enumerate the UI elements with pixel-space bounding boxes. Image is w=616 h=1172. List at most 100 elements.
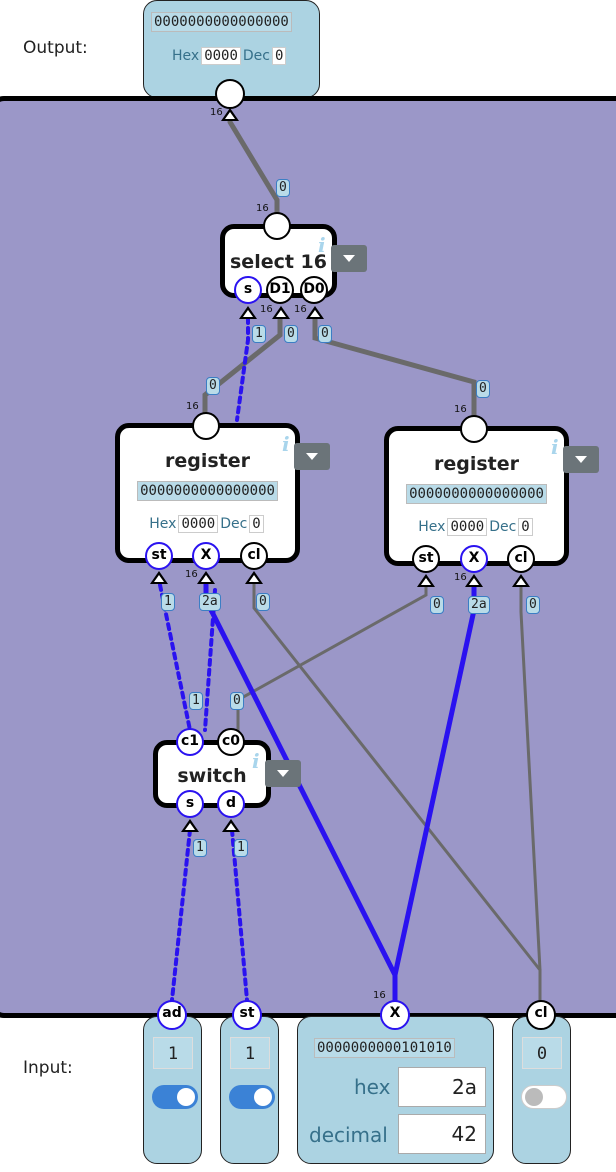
register-right-dropdown-button[interactable] [563,446,599,473]
register-left-output-pin[interactable] [192,412,220,440]
register-left-info-icon[interactable]: i [282,432,290,456]
switch-c0-pin[interactable]: c0 [217,728,245,756]
register-left-bits: 0000000000000000 [120,480,295,501]
switch-chip[interactable]: switch [153,740,271,808]
register-right-bits: 0000000000000000 [389,483,564,504]
select-s-arrow-icon [239,306,257,319]
register-right-title: register [433,453,520,475]
input-ad-panel: 1 [143,1016,202,1164]
select-info-icon[interactable]: i [318,233,326,257]
register-right-x-pin[interactable]: X [460,545,488,573]
register-left-cl-pin[interactable]: cl [240,542,268,570]
wire-value-sel-s: 1 [252,325,266,343]
input-x-panel: 0000000000101010 hex 2a decimal 42 [297,1016,494,1164]
wire-value-sw-c1: 1 [189,692,203,710]
wire-value-sel-out: 0 [276,179,290,197]
register-left-st-arrow-icon [150,571,168,584]
register-right-cl-pin[interactable]: cl [507,545,535,573]
register-left-title: register [164,450,251,472]
register-left-x-width: 16 [185,569,198,580]
select-output-pin[interactable] [263,212,291,240]
register-left-dropdown-button[interactable] [294,443,330,470]
switch-c1-pin[interactable]: c1 [176,728,204,756]
select-s-pin[interactable]: s [234,276,262,304]
output-label: Output: [23,38,88,58]
switch-dropdown-button[interactable] [265,760,301,787]
register-left-hex-value: 0000 [178,515,219,533]
register-right-output-pin[interactable] [460,415,488,443]
select-d0-arrow-icon [306,306,324,319]
register-left-hex-label: Hex [149,516,177,532]
register-left-x-arrow-icon [197,571,215,584]
input-ad-pin[interactable]: ad [157,1000,187,1030]
register-right-bits-value: 0000000000000000 [406,484,547,504]
output-dec-label: Dec [242,48,270,64]
register-right-st-arrow-icon [417,574,435,587]
input-x-bits-value: 0000000000101010 [314,1038,455,1058]
register-left-dec-label: Dec [220,516,248,532]
switch-s-pin[interactable]: s [176,790,204,818]
select-d0-pin[interactable]: D0 [300,276,328,304]
input-ad-value: 1 [153,1037,193,1069]
input-st-value: 1 [230,1037,270,1069]
output-arrow-icon [221,108,239,121]
wire-value-regL-out: 0 [206,377,220,395]
wire-value-sw-s: 1 [193,839,207,857]
output-port[interactable] [215,79,245,109]
register-right-hex-value: 0000 [447,518,488,536]
select-out-width: 16 [256,203,269,214]
input-cl-toggle[interactable] [521,1085,567,1109]
input-cl-panel: 0 [512,1016,571,1164]
switch-d-pin[interactable]: d [217,790,245,818]
input-x-hex-field[interactable]: 2a [398,1067,486,1107]
register-left-bits-value: 0000000000000000 [137,481,278,501]
register-right-info-icon[interactable]: i [551,435,559,459]
output-hex-value: 0000 [201,47,241,65]
register-right-out-width: 16 [454,404,467,415]
wire-value-regR-out: 0 [476,380,490,398]
input-x-bits: 0000000000101010 [314,1037,455,1058]
input-label: Input: [23,1058,73,1078]
select-d1-pin[interactable]: D1 [266,276,294,304]
switch-info-icon[interactable]: i [252,749,260,773]
wire-value-sw-d: 1 [234,839,248,857]
register-left-dec-value: 0 [249,515,264,533]
register-right-hex-label: Hex [418,519,446,535]
input-x-width: 16 [373,990,386,1001]
select-title: select 16 [230,251,327,273]
output-hex-label: Hex [172,48,200,64]
output-bits: 0000000000000000 [151,11,292,32]
input-st-panel: 1 [220,1016,279,1164]
input-ad-toggle[interactable] [152,1085,198,1109]
input-cl-pin[interactable]: cl [526,1000,556,1030]
switch-d-arrow-icon [222,819,240,832]
register-left-st-pin[interactable]: st [145,542,173,570]
wire-value-sel-d1: 0 [284,325,298,343]
wire-value-regL-x: 2a [199,593,221,611]
output-width: 16 [210,107,223,118]
select-dropdown-button[interactable] [331,245,367,272]
register-left-x-pin[interactable]: X [192,542,220,570]
wire-value-sw-c0: 0 [230,692,244,710]
register-right-dec-label: Dec [489,519,517,535]
select-d1-arrow-icon [272,306,290,319]
wire-value-regR-x: 2a [468,596,490,614]
input-x-pin[interactable]: X [380,1000,410,1030]
input-st-toggle[interactable] [229,1085,275,1109]
output-bits-value: 0000000000000000 [151,12,292,32]
register-right-cl-arrow-icon [512,574,530,587]
wire-value-regR-st: 0 [430,596,444,614]
register-right-x-arrow-icon [465,574,483,587]
register-right-st-pin[interactable]: st [412,545,440,573]
register-left-cl-arrow-icon [245,571,263,584]
input-st-pin[interactable]: st [232,1000,262,1030]
switch-s-arrow-icon [181,819,199,832]
wire-value-regL-cl: 0 [256,593,270,611]
input-x-dec-label: decimal [309,1123,388,1147]
input-x-dec-field[interactable]: 42 [398,1114,486,1154]
